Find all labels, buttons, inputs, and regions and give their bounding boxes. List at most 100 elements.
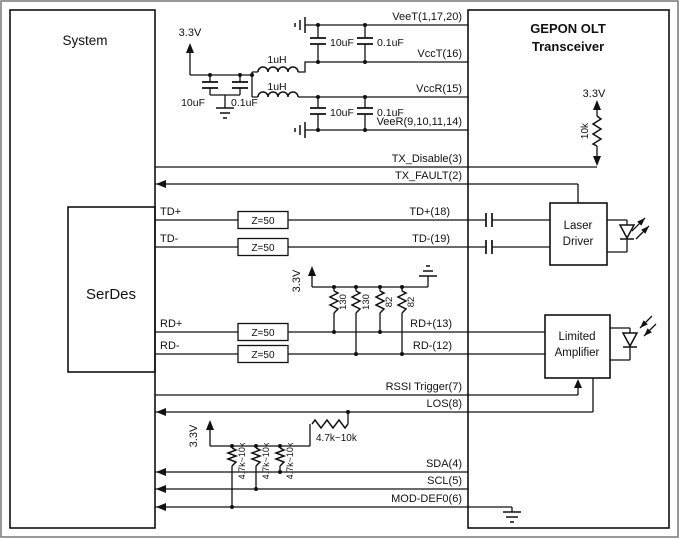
arrow-txdisable-down bbox=[593, 156, 601, 166]
r82-label-a: 82 bbox=[384, 297, 395, 308]
transceiver-title-line2: Transceiver bbox=[532, 39, 604, 54]
laser-driver-label-2: Driver bbox=[563, 236, 594, 248]
serdes-label-td-p: TD+ bbox=[160, 206, 181, 218]
pin-label-veer: VeeR(9,10,11,14) bbox=[377, 116, 462, 128]
bypass-cap-label-1: 0.1uF bbox=[231, 97, 258, 109]
pin-label-rd-n: RD-(12) bbox=[413, 340, 452, 352]
arrow-rssi-up bbox=[574, 379, 582, 388]
resistor-pullup-scl bbox=[249, 447, 263, 467]
resistor-10k bbox=[591, 115, 603, 147]
resistor-82-b bbox=[396, 290, 408, 314]
limited-amplifier-label-2: Amplifier bbox=[555, 347, 600, 359]
pin-label-vcct: VccT(16) bbox=[417, 48, 462, 60]
v33-bottom-label: 3.3V bbox=[188, 424, 200, 447]
pin-label-td-n: TD-(19) bbox=[412, 233, 450, 245]
resistor-pullup-moddef0 bbox=[225, 447, 239, 467]
arrow-txfault-left bbox=[156, 180, 166, 188]
serdes-box bbox=[67, 206, 156, 373]
serdes-label-rd-n: RD- bbox=[160, 340, 180, 352]
inductor-label-2: 1uH bbox=[267, 81, 286, 93]
resistor-130-b bbox=[350, 290, 362, 314]
power-arrow-bottom bbox=[206, 420, 214, 430]
pin-label-td-p: TD+(18) bbox=[409, 206, 450, 218]
resistor-icons bbox=[225, 115, 603, 467]
laser-driver-box bbox=[549, 202, 608, 266]
junction-dots bbox=[208, 23, 404, 509]
arrow-sda-left bbox=[156, 468, 166, 476]
pin-label-sda: SDA(4) bbox=[426, 458, 462, 470]
pin-label-veet: VeeT(1,17,20) bbox=[392, 11, 462, 23]
bulk-cap-label-1: 10uF bbox=[181, 97, 205, 109]
limited-amplifier-box bbox=[544, 314, 611, 379]
pullup-10k-label: 10k bbox=[580, 122, 591, 139]
system-label: System bbox=[62, 33, 107, 48]
arrow-los-left bbox=[156, 408, 166, 416]
pin-label-rd-p: RD+(13) bbox=[410, 318, 452, 330]
limited-amplifier-label-1: Limited bbox=[558, 331, 595, 343]
pin-label-scl: SCL(5) bbox=[427, 475, 462, 487]
pin-label-vccr: VccR(15) bbox=[416, 83, 462, 95]
laser-diode-icon bbox=[618, 217, 650, 240]
inductor-label-1: 1uH bbox=[267, 54, 286, 66]
serdes-label-td-n: TD- bbox=[160, 233, 179, 245]
ground-icon bbox=[216, 17, 521, 523]
power-arrow-10k bbox=[593, 100, 601, 110]
resistor-82-a bbox=[374, 290, 386, 314]
inductor-icon bbox=[257, 66, 299, 98]
power-wires bbox=[189, 24, 468, 131]
z50-box-rdp bbox=[237, 322, 289, 342]
v33-termination-label: 3.3V bbox=[291, 269, 303, 292]
bulk-cap-label-3: 10uF bbox=[330, 107, 354, 119]
serdes-label: SerDes bbox=[86, 286, 136, 303]
pullup-label-scl: 4.7k~10k bbox=[261, 442, 271, 479]
z50-label-tdp: Z=50 bbox=[251, 216, 275, 227]
r82-label-b: 82 bbox=[406, 297, 417, 308]
r130-label-a: 130 bbox=[338, 294, 349, 310]
pin-label-rssi-trigger: RSSI Trigger(7) bbox=[386, 381, 462, 393]
v33-right-label: 3.3V bbox=[583, 88, 606, 100]
z50-label-rdn: Z=50 bbox=[251, 350, 275, 361]
pin-labels: VeeT(1,17,20) VccT(16) VccR(15) VeeR(9,1… bbox=[160, 11, 462, 505]
transceiver-title-line1: GEPON OLT bbox=[530, 21, 606, 36]
value-labels: 3.3V 10uF 0.1uF 1uH 1uH 10uF 0.1uF 10uF … bbox=[179, 27, 606, 479]
resistor-pullup-sda bbox=[273, 447, 287, 467]
power-arrow-termination bbox=[308, 266, 316, 276]
r130-label-b: 130 bbox=[361, 294, 372, 310]
serdes-label-rd-p: RD+ bbox=[160, 318, 182, 330]
control-wires bbox=[155, 110, 598, 512]
z50-box-rdn bbox=[237, 344, 289, 364]
bulk-cap-label-2: 10uF bbox=[330, 37, 354, 49]
pullup-label-sda: 4.7k~10k bbox=[285, 442, 295, 479]
z50-label-tdn: Z=50 bbox=[251, 243, 275, 254]
z50-box-tdp bbox=[237, 210, 289, 230]
resistor-pullup-los bbox=[311, 418, 349, 430]
bypass-cap-label-3: 0.1uF bbox=[377, 107, 404, 119]
capacitor-icon bbox=[202, 37, 373, 115]
transceiver-box bbox=[467, 9, 670, 529]
pin-label-tx-disable: TX_Disable(3) bbox=[392, 153, 462, 165]
arrow-moddef0-left bbox=[156, 503, 166, 511]
pin-label-mod-def0: MOD-DEF0(6) bbox=[391, 493, 462, 505]
system-box bbox=[9, 9, 156, 529]
coupling-capacitor-icon bbox=[485, 213, 493, 254]
photodiode-icon bbox=[621, 315, 657, 348]
arrow-scl-left bbox=[156, 485, 166, 493]
power-arrow-top-left bbox=[186, 43, 194, 53]
impedance-boxes: Z=50 Z=50 Z=50 Z=50 bbox=[237, 210, 289, 364]
system-block: System SerDes bbox=[9, 9, 156, 529]
resistor-130-a bbox=[328, 290, 340, 314]
transceiver-block: GEPON OLT Transceiver Laser Driver Limit… bbox=[467, 9, 670, 529]
laser-driver-label-1: Laser bbox=[564, 220, 593, 232]
pullup-label-moddef0: 4.7k~10k bbox=[237, 442, 247, 479]
z50-box-tdn bbox=[237, 237, 289, 257]
signal-arrowheads bbox=[156, 156, 601, 511]
v33-top-left-label: 3.3V bbox=[179, 27, 202, 39]
bypass-cap-label-2: 0.1uF bbox=[377, 37, 404, 49]
pin-label-tx-fault: TX_FAULT(2) bbox=[395, 170, 462, 182]
pin-label-los: LOS(8) bbox=[427, 398, 462, 410]
power-arrow-icons bbox=[186, 43, 601, 430]
z50-label-rdp: Z=50 bbox=[251, 328, 275, 339]
